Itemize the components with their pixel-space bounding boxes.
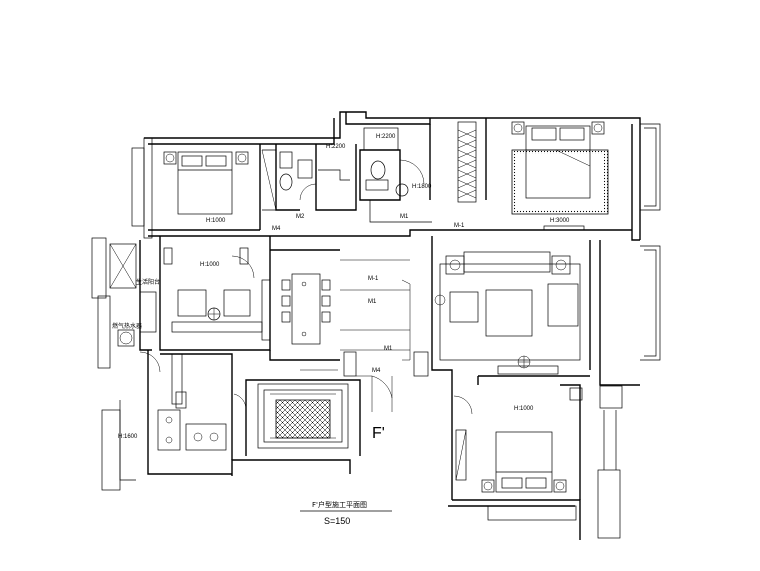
balcony-note: 生活阳台 xyxy=(136,278,160,286)
central-hall: M4 M1 F' xyxy=(269,346,429,442)
dining-area: M-1 M1 xyxy=(270,249,411,361)
kitchen: H:1600 xyxy=(118,353,247,460)
bath-b-height: H:1800 xyxy=(412,184,432,190)
hall-note: 燃气热水器 xyxy=(112,322,142,330)
bedroom-southeast: H:1000 xyxy=(453,375,590,493)
unit-mark: F' xyxy=(372,425,385,442)
door-marker: M1 xyxy=(384,346,393,352)
living-west: H:1000 xyxy=(159,236,271,351)
west-balcony: 生活阳台 燃气热水器 xyxy=(109,243,161,481)
door-marker: M-1 xyxy=(368,276,379,282)
bath-a-height: H:2200 xyxy=(326,144,346,150)
master-bedroom: H:3000 xyxy=(511,121,609,231)
living-room-east xyxy=(431,236,591,385)
outer-walls xyxy=(139,111,641,540)
storage-height: H:2200 xyxy=(376,134,396,140)
door-marker: M1 xyxy=(400,214,409,220)
door-marker: M2 xyxy=(296,214,305,220)
bed-se-height: H:1000 xyxy=(514,406,534,412)
title-block: F'户型施工平面图 S=150 xyxy=(300,500,392,526)
bathroom-cluster: H:2200 M2 H:2200 H:1800 M1 xyxy=(275,127,432,223)
door-marker: M-1 xyxy=(454,223,465,229)
door-marker: M1 xyxy=(368,299,377,305)
walk-in-closet: M-1 xyxy=(429,118,487,229)
kitchen-height: H:1600 xyxy=(118,434,138,440)
bed-nw-height: H:1000 xyxy=(206,218,226,224)
windows xyxy=(91,123,661,539)
master-height: H:3000 xyxy=(550,218,570,224)
drawing-scale: S=150 xyxy=(324,516,350,526)
living-height: H:1000 xyxy=(200,262,220,268)
door-marker: M4 xyxy=(372,368,381,374)
door-marker: M4 xyxy=(272,226,281,232)
bedroom-northwest: H:1000 M4 xyxy=(148,144,281,232)
entry-shaft xyxy=(257,383,349,449)
drawing-title: F'户型施工平面图 xyxy=(312,500,367,509)
